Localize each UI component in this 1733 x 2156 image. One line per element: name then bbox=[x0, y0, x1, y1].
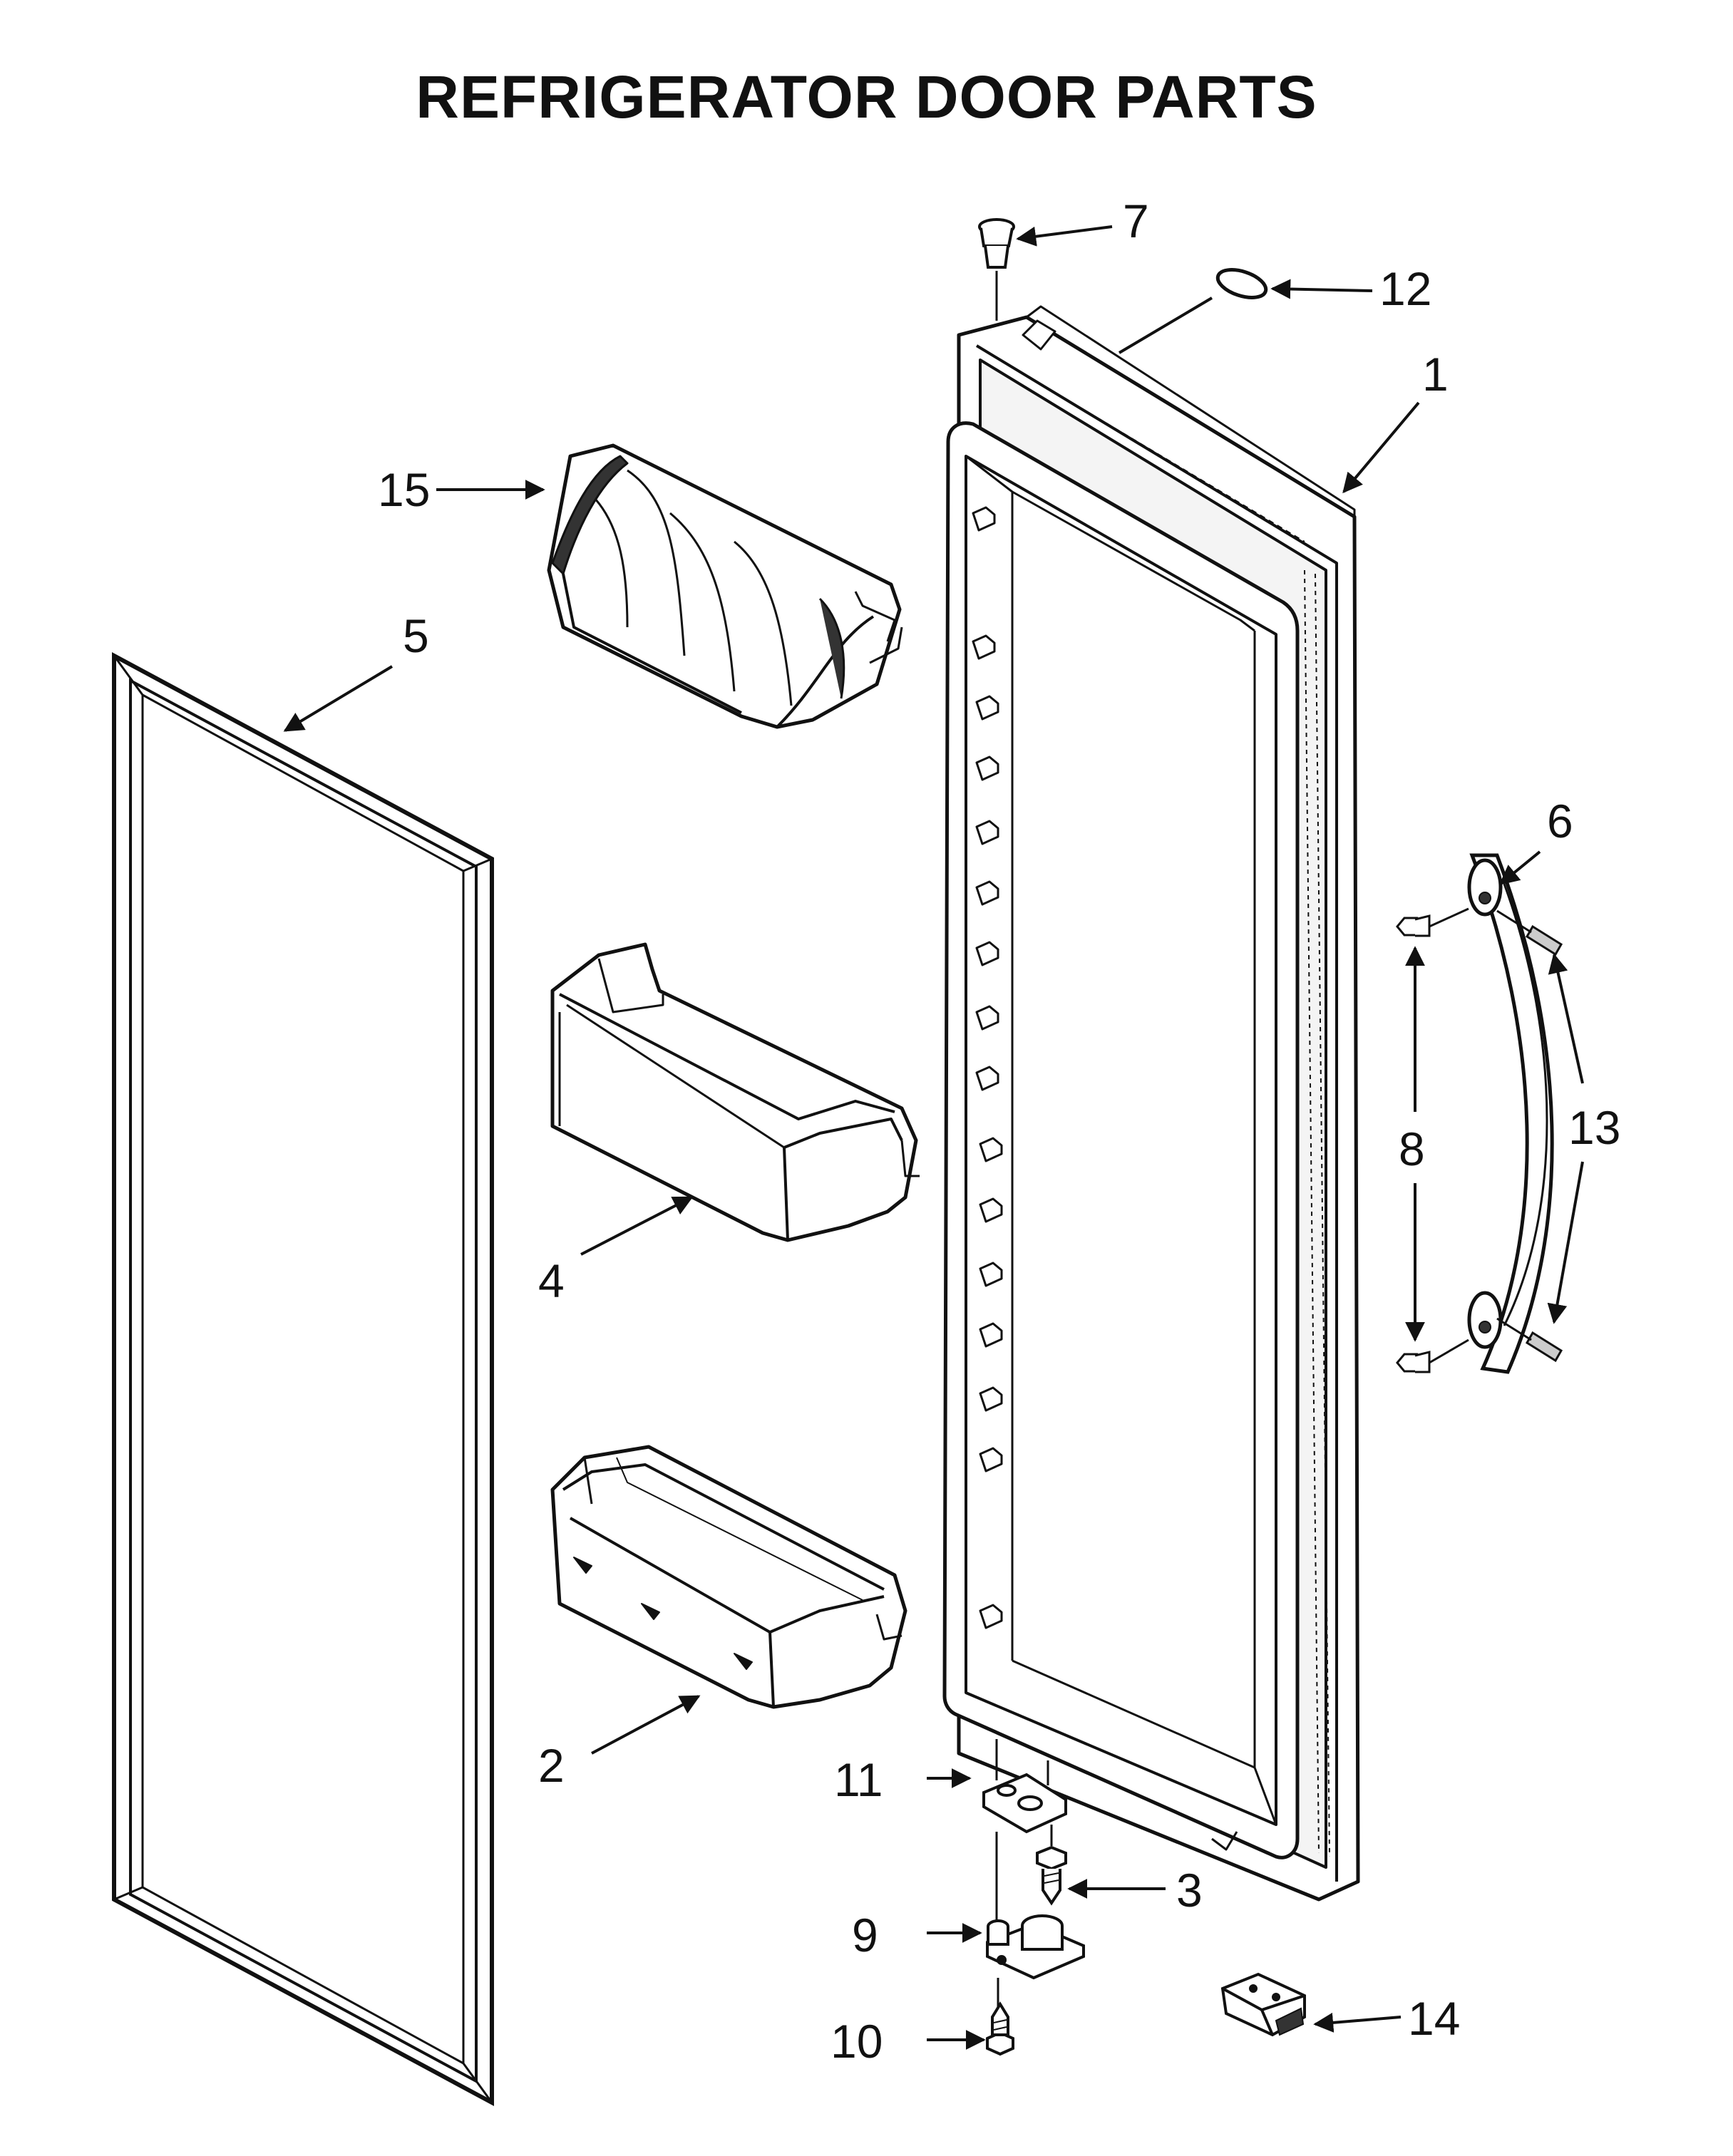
callout-10: 10 bbox=[830, 2015, 883, 2068]
part-12-washer bbox=[1215, 268, 1268, 299]
callout-2: 2 bbox=[538, 1739, 565, 1792]
part-5-door-gasket bbox=[112, 651, 494, 2107]
part-8-handle-studs bbox=[1396, 907, 1469, 1373]
callout-3: 3 bbox=[1176, 1864, 1203, 1917]
leader-13 bbox=[1547, 953, 1584, 1324]
part-14-hinge-cover bbox=[1220, 1972, 1306, 2037]
callout-6: 6 bbox=[1547, 795, 1573, 847]
leader-4 bbox=[580, 1196, 694, 1256]
leader-7 bbox=[1016, 225, 1113, 247]
part-2-lower-door-bin bbox=[550, 1445, 907, 1709]
callout-9: 9 bbox=[852, 1909, 878, 1961]
leader-lines bbox=[283, 225, 1541, 2050]
leader-6 bbox=[1498, 850, 1541, 885]
part-3-screw bbox=[1036, 1825, 1067, 1906]
leader-2 bbox=[591, 1695, 701, 1755]
part-13-set-screws bbox=[1496, 909, 1563, 1363]
callout-labels: 7 12 1 15 5 6 8 13 4 2 11 3 9 10 14 bbox=[378, 195, 1620, 2068]
part-9-lower-hinge bbox=[986, 1914, 1085, 2035]
callout-12: 12 bbox=[1379, 262, 1431, 315]
part-7-hinge-bushing bbox=[978, 218, 1015, 321]
leader-1 bbox=[1342, 401, 1420, 494]
leader-14 bbox=[1313, 2012, 1402, 2033]
part-6-door-handle bbox=[1467, 853, 1554, 1374]
callout-11: 11 bbox=[834, 1753, 883, 1806]
callout-5: 5 bbox=[403, 609, 429, 662]
leader-12b bbox=[1118, 296, 1213, 354]
part-1-refrigerator-door bbox=[942, 305, 1360, 1902]
callout-4: 4 bbox=[538, 1254, 565, 1307]
leader-5 bbox=[283, 665, 394, 732]
callout-13: 13 bbox=[1568, 1101, 1620, 1154]
part-11-hinge-shim bbox=[982, 1739, 1067, 1924]
callout-7: 7 bbox=[1123, 195, 1149, 247]
part-15-dairy-bin bbox=[547, 443, 903, 729]
callout-14: 14 bbox=[1408, 1992, 1460, 2045]
leader-12 bbox=[1270, 279, 1373, 299]
part-10-hinge-screw bbox=[986, 2001, 1014, 2056]
part-4-door-bin bbox=[550, 942, 920, 1242]
callout-8: 8 bbox=[1399, 1123, 1425, 1175]
callout-1: 1 bbox=[1422, 348, 1449, 401]
callout-15: 15 bbox=[378, 463, 430, 516]
diagram-title: REFRIGERATOR DOOR PARTS bbox=[416, 63, 1317, 130]
